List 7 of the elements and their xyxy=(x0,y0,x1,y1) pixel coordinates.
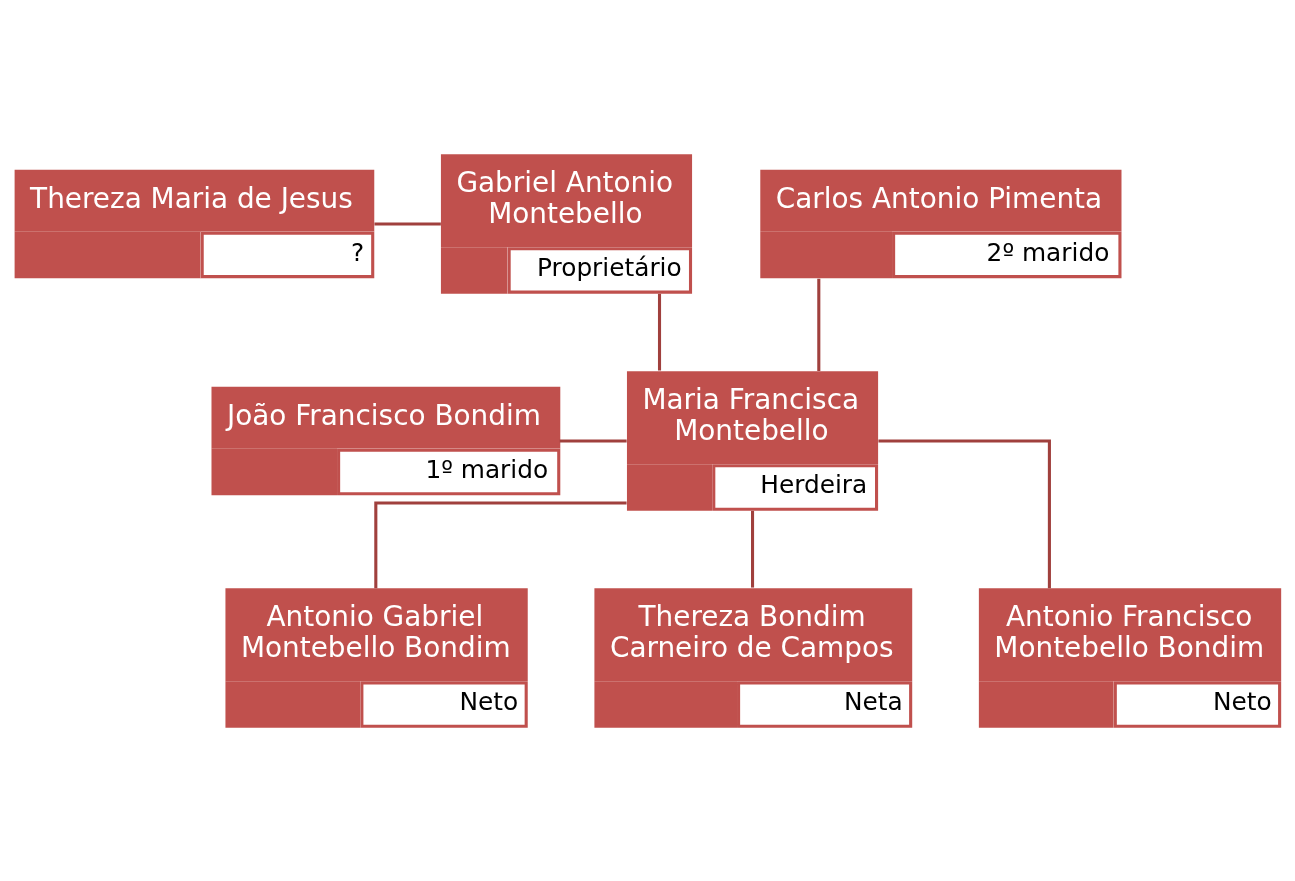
connector xyxy=(751,510,755,588)
connector xyxy=(559,438,627,443)
connector xyxy=(374,221,441,225)
connector xyxy=(878,438,1051,588)
connector xyxy=(657,293,662,370)
connector xyxy=(817,278,821,371)
connector xyxy=(374,500,627,588)
